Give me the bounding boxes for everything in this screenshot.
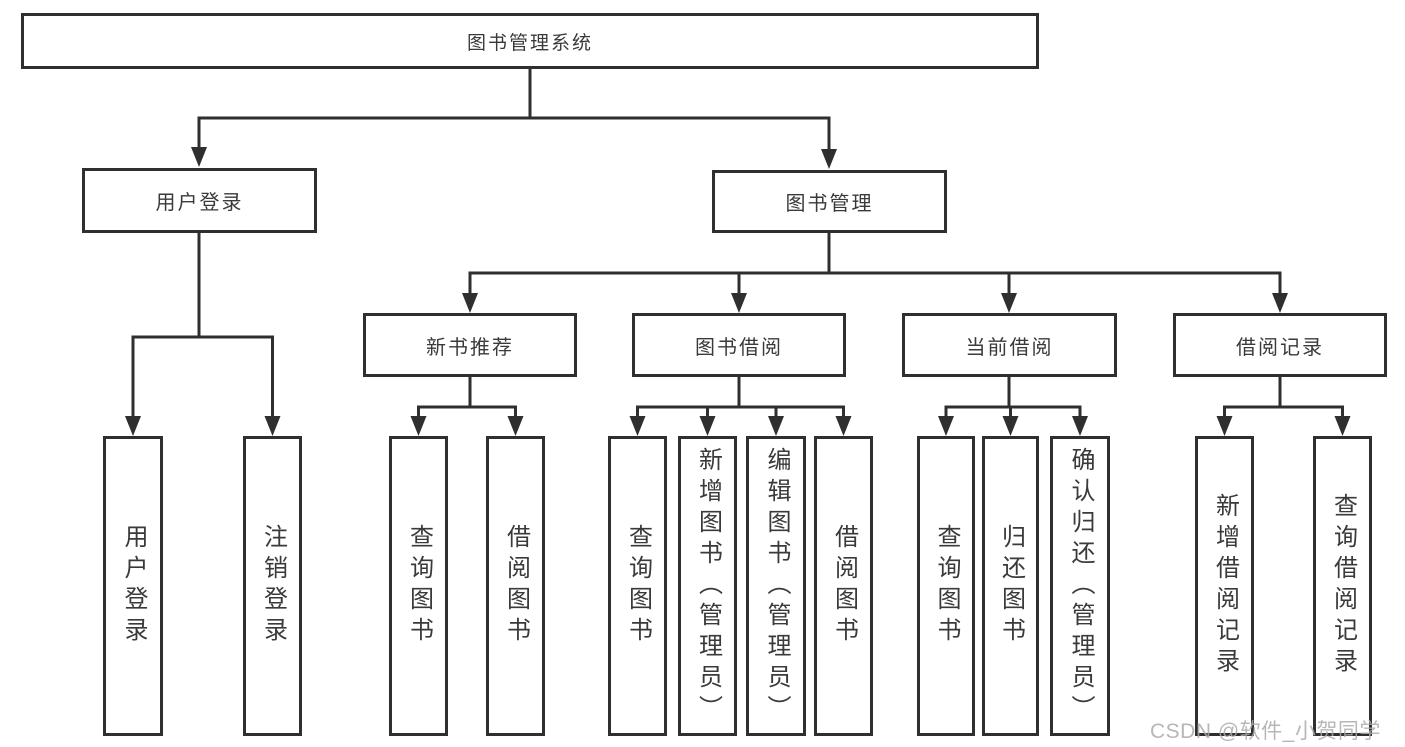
node-label: 新书推荐: [426, 336, 514, 359]
node-label: 图书管理系统: [466, 32, 593, 54]
node-label: 借阅记录: [1236, 336, 1324, 359]
node-query-books-3: 查询图书: [917, 436, 975, 736]
node-label: 图书借阅: [695, 336, 783, 359]
node-label: 新增图书（管理员）: [694, 446, 722, 726]
node-label: 编辑图书（管理员）: [763, 446, 790, 726]
node-label: 借阅图书: [502, 524, 530, 648]
node-book-borrow: 图书借阅: [632, 313, 846, 377]
node-query-books-2: 查询图书: [608, 436, 667, 736]
node-borrow-books-1: 借阅图书: [486, 436, 545, 736]
node-label: 查询图书: [405, 524, 433, 648]
node-book-management: 图书管理: [712, 170, 947, 233]
node-borrow-books-2: 借阅图书: [814, 436, 873, 736]
node-label: 当前借阅: [965, 336, 1054, 359]
node-return-book: 归还图书: [982, 436, 1039, 736]
node-label: 借阅图书: [830, 524, 858, 648]
node-label: 查询借阅记录: [1329, 493, 1357, 679]
node-user-login-group: 用户登录: [82, 168, 317, 233]
node-logout: 注销登录: [243, 436, 302, 736]
node-label: 归还图书: [997, 524, 1025, 648]
node-new-book-recommend: 新书推荐: [363, 313, 577, 377]
node-label: 用户登录: [155, 192, 244, 214]
node-query-books-1: 查询图书: [389, 436, 448, 736]
node-label: 新增借阅记录: [1211, 493, 1239, 679]
node-confirm-return-admin: 确认归还（管理员）: [1050, 436, 1110, 736]
node-add-borrow-record: 新增借阅记录: [1195, 436, 1254, 736]
node-label: 注销登录: [259, 524, 287, 648]
node-label: 查询图书: [624, 524, 652, 648]
node-label: 确认归还（管理员）: [1067, 446, 1094, 726]
node-label: 查询图书: [933, 524, 960, 648]
node-edit-book-admin: 编辑图书（管理员）: [746, 436, 806, 736]
node-label: 用户登录: [120, 524, 147, 648]
node-borrow-records: 借阅记录: [1173, 313, 1387, 377]
node-label: 图书管理: [785, 193, 874, 215]
node-library-system: 图书管理系统: [21, 13, 1039, 69]
node-add-book-admin: 新增图书（管理员）: [678, 436, 737, 736]
csdn-watermark: CSDN @软件_小贺同学: [1150, 720, 1381, 743]
node-login: 用户登录: [103, 436, 163, 736]
node-current-borrow: 当前借阅: [902, 313, 1117, 377]
node-query-borrow-record: 查询借阅记录: [1313, 436, 1372, 736]
